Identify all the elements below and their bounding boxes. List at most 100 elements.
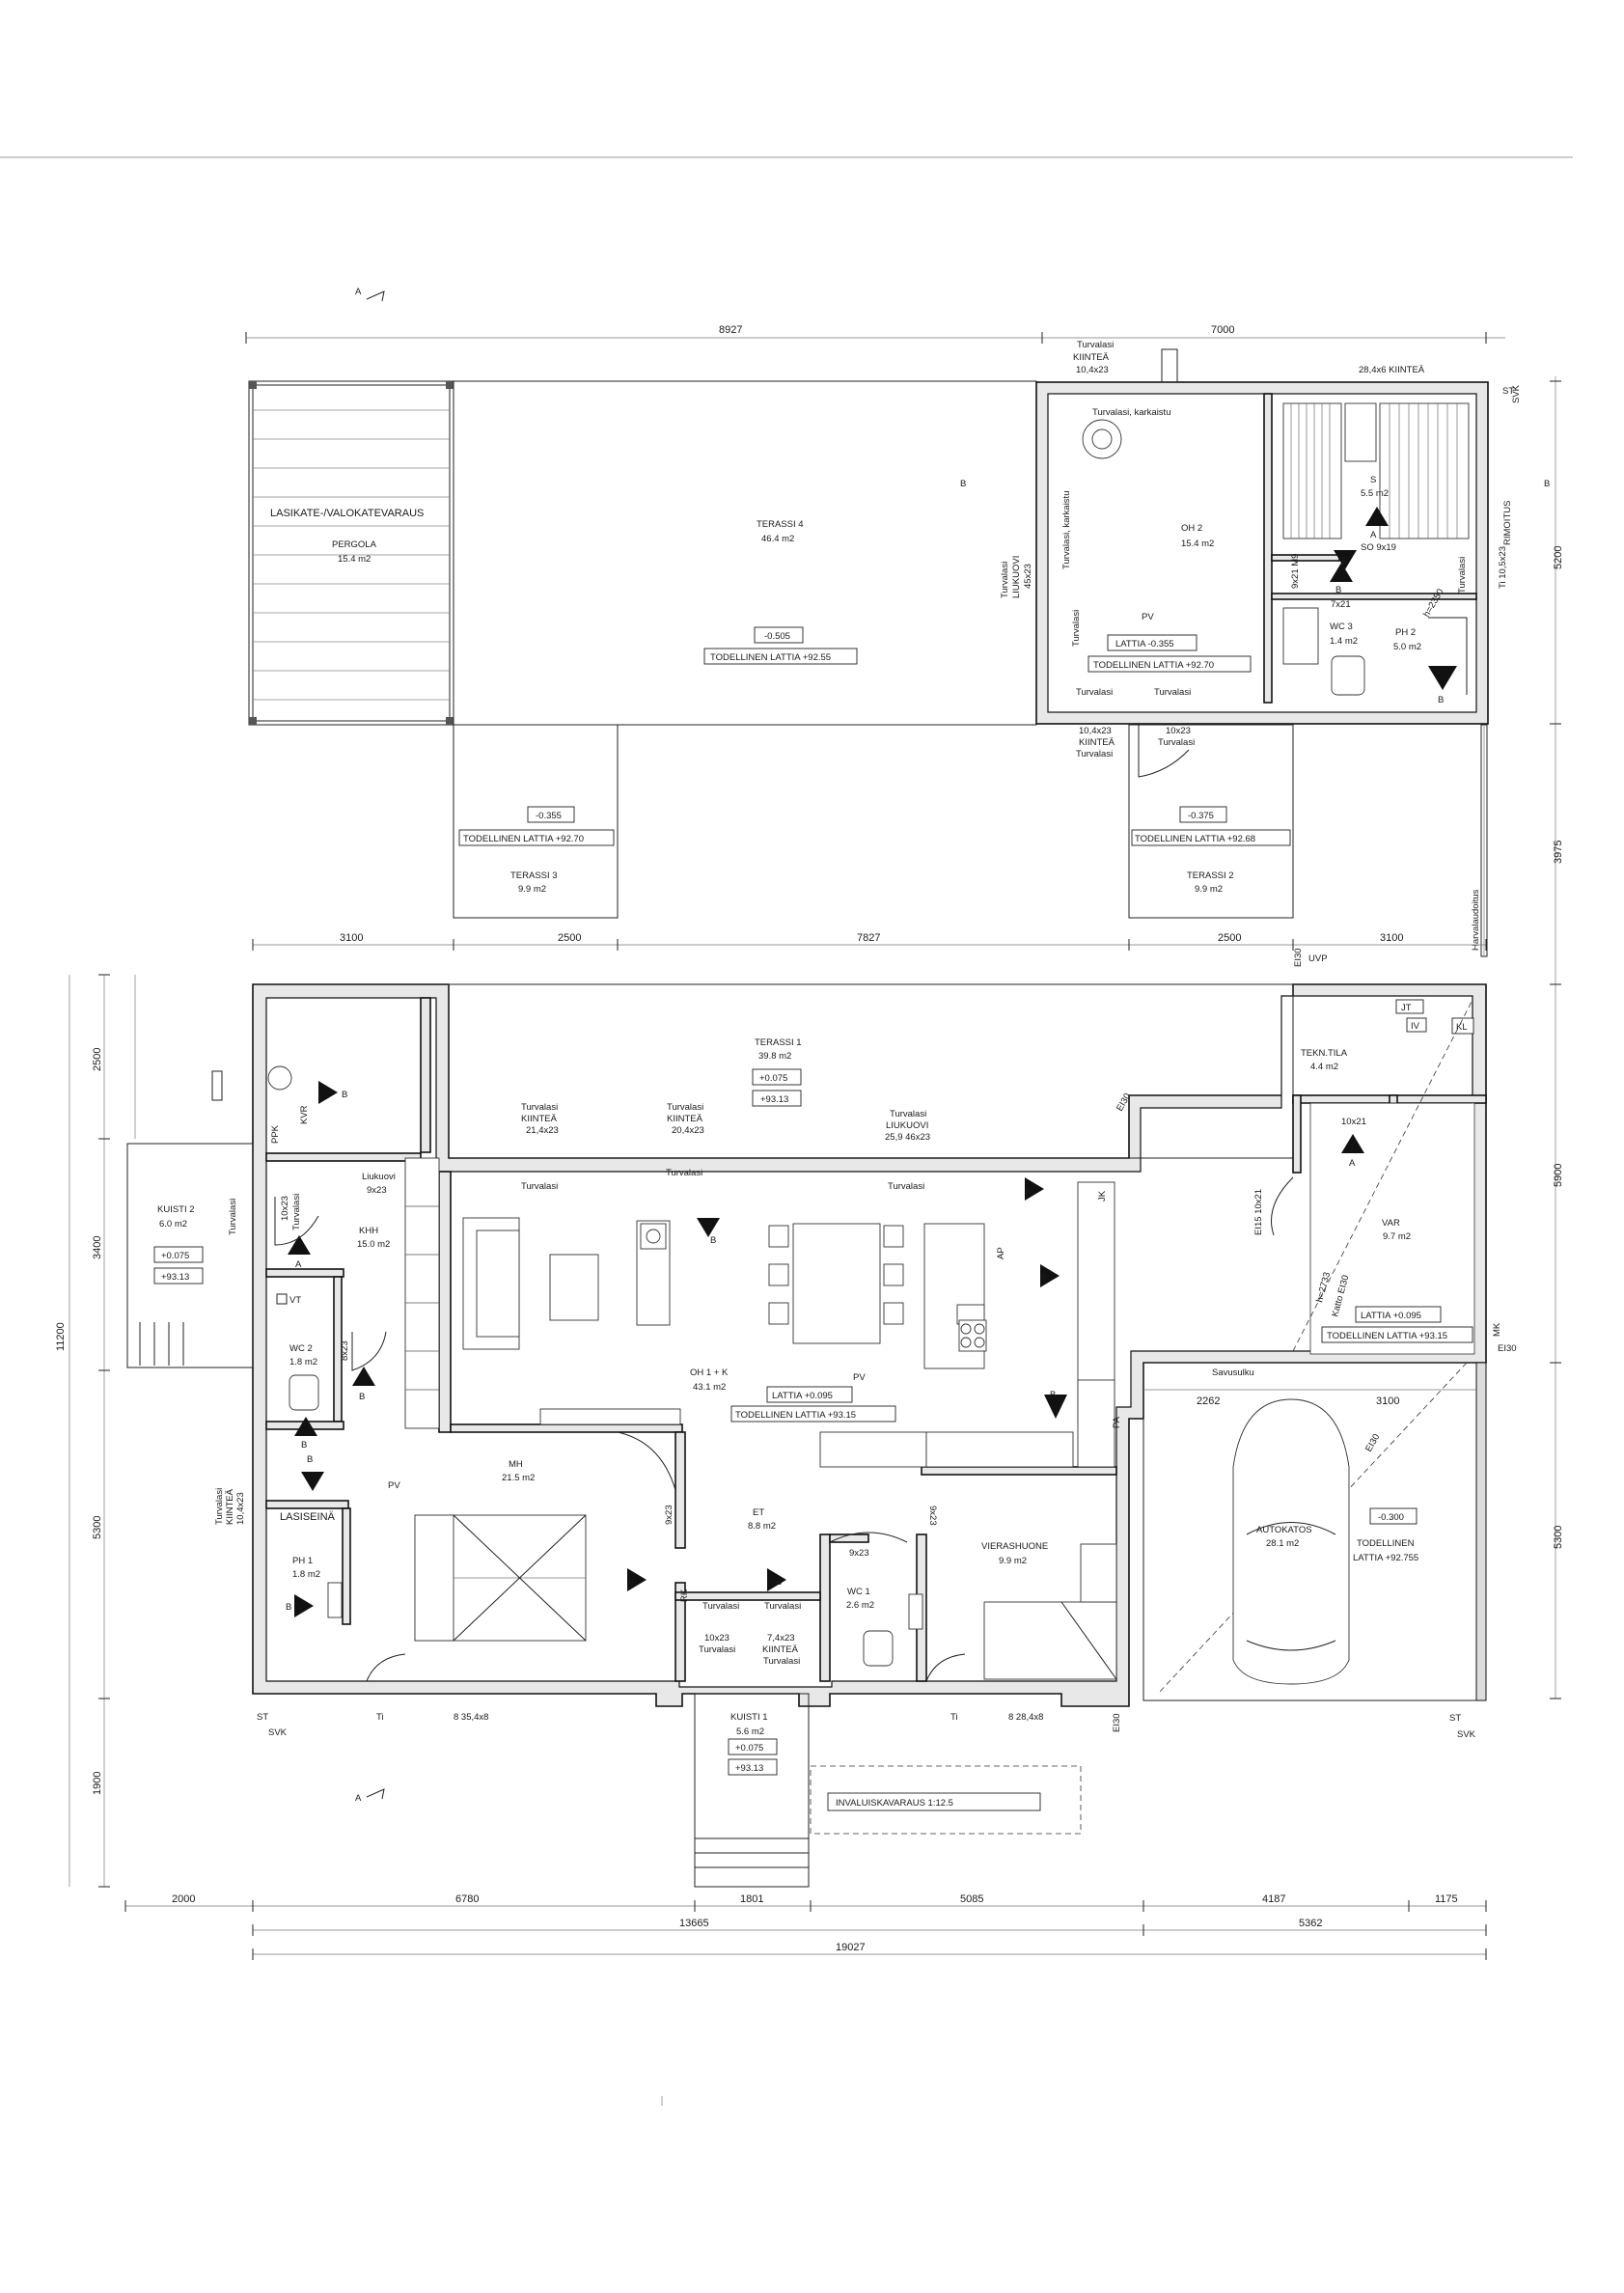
svg-text:B: B (628, 1577, 634, 1588)
svg-text:45x23: 45x23 (1023, 564, 1033, 589)
section-marker-a-top: A (355, 287, 385, 302)
svg-text:SVK: SVK (268, 1727, 288, 1738)
svg-text:TODELLINEN LATTIA +92.68: TODELLINEN LATTIA +92.68 (1135, 834, 1255, 844)
svg-text:Ti 10,5x23: Ti 10,5x23 (1498, 546, 1508, 589)
svg-text:IV: IV (1411, 1021, 1420, 1032)
svg-text:Turvalasi: Turvalasi (699, 1644, 735, 1655)
svg-text:LATTIA +0.095: LATTIA +0.095 (772, 1391, 833, 1401)
svg-text:7x21: 7x21 (1331, 599, 1351, 610)
svg-text:10,4x23: 10,4x23 (235, 1492, 246, 1525)
svg-text:LASISEINÄ: LASISEINÄ (280, 1511, 336, 1523)
svg-text:SVK: SVK (1457, 1729, 1476, 1740)
svg-text:13665: 13665 (679, 1918, 709, 1929)
svg-text:KIINTEÄ: KIINTEÄ (762, 1644, 799, 1655)
section-marker-b-left: B (960, 479, 966, 489)
svg-text:ET: ET (753, 1507, 764, 1518)
svg-text:A: A (1349, 1158, 1356, 1169)
section-marker-a-bottom: A (355, 1788, 385, 1804)
dimension-top: 8927 7000 (245, 324, 1505, 344)
svg-text:Turvalasi: Turvalasi (667, 1102, 703, 1113)
svg-text:TODELLINEN: TODELLINEN (1357, 1538, 1415, 1549)
svg-text:LATTIA +0.095: LATTIA +0.095 (1361, 1311, 1421, 1321)
terassi-1-area (448, 983, 1294, 1159)
svg-text:KIINTEÄ: KIINTEÄ (1073, 352, 1110, 363)
svg-text:B: B (1544, 479, 1550, 489)
svg-text:3400: 3400 (92, 1236, 103, 1259)
svg-text:9.9 m2: 9.9 m2 (1195, 884, 1223, 895)
svg-text:9.9 m2: 9.9 m2 (518, 884, 546, 895)
svg-text:10x23: 10x23 (704, 1633, 729, 1644)
svg-text:43.1 m2: 43.1 m2 (693, 1382, 726, 1393)
svg-text:MK: MK (1492, 1322, 1502, 1337)
svg-text:Turvalasi: Turvalasi (1077, 340, 1114, 350)
svg-text:B: B (960, 479, 966, 489)
pergola-title: LASIKATE-/VALOKATEVARAUS (270, 508, 424, 519)
svg-text:RK: RK (679, 1589, 690, 1602)
svg-text:B: B (710, 1235, 716, 1246)
svg-text:10x23: 10x23 (1166, 726, 1191, 736)
svg-text:OH 2: OH 2 (1181, 523, 1202, 534)
svg-text:TERASSI 4: TERASSI 4 (757, 519, 804, 530)
svg-text:6.0 m2: 6.0 m2 (159, 1219, 187, 1229)
svg-text:PV: PV (1142, 612, 1154, 622)
svg-text:19027: 19027 (836, 1942, 866, 1953)
svg-text:KUISTI 1: KUISTI 1 (730, 1712, 768, 1723)
svg-text:9x23: 9x23 (367, 1185, 387, 1196)
svg-text:TERASSI 1: TERASSI 1 (755, 1037, 802, 1048)
svg-text:TODELLINEN LATTIA +92.70: TODELLINEN LATTIA +92.70 (1093, 660, 1214, 671)
svg-text:7827: 7827 (857, 932, 880, 944)
svg-text:JT: JT (1401, 1003, 1412, 1013)
svg-text:-0.375: -0.375 (1188, 811, 1214, 821)
invaluiska: INVALUISKAVARAUS 1:12.5 (810, 1765, 1082, 1835)
svg-text:+0.075: +0.075 (759, 1073, 787, 1084)
svg-text:5.5 m2: 5.5 m2 (1361, 488, 1389, 499)
svg-text:Turvalasi: Turvalasi (1000, 562, 1010, 598)
svg-text:VIERASHUONE: VIERASHUONE (981, 1541, 1048, 1552)
svg-text:5200: 5200 (1553, 546, 1564, 569)
svg-text:Turvalasi: Turvalasi (1076, 687, 1113, 698)
svg-text:B: B (1040, 1273, 1046, 1284)
svg-text:B: B (776, 1577, 782, 1588)
svg-text:8x23: 8x23 (340, 1340, 350, 1361)
svg-text:5.0 m2: 5.0 m2 (1393, 642, 1421, 652)
svg-text:OH 1 + K: OH 1 + K (690, 1368, 729, 1378)
svg-text:1900: 1900 (92, 1772, 103, 1795)
svg-text:AP: AP (996, 1247, 1006, 1259)
svg-text:MH: MH (509, 1459, 523, 1470)
pergola-name: PERGOLA (332, 539, 377, 550)
svg-text:10x21: 10x21 (1341, 1117, 1366, 1127)
dim-7000: 7000 (1211, 324, 1234, 336)
svg-text:B: B (1025, 1186, 1031, 1197)
svg-text:Turvalasi: Turvalasi (888, 1181, 924, 1192)
svg-text:B: B (1341, 556, 1347, 566)
svg-text:EI30: EI30 (1498, 1343, 1517, 1354)
svg-text:2500: 2500 (558, 932, 581, 944)
svg-text:8 28,4x8: 8 28,4x8 (1008, 1712, 1043, 1723)
svg-text:1801: 1801 (740, 1893, 763, 1905)
terassi-3: -0.355 TODELLINEN LATTIA +92.70 TERASSI … (453, 724, 619, 919)
svg-text:Turvalasi: Turvalasi (521, 1181, 558, 1192)
autokatos: Savusulku 2262 3100 AUTOKATOS 28.1 m2 -0… (1142, 1362, 1487, 1740)
svg-text:+93.13: +93.13 (760, 1094, 788, 1105)
svg-text:VAR: VAR (1382, 1218, 1400, 1229)
svg-text:1.8 m2: 1.8 m2 (292, 1569, 320, 1580)
svg-text:4187: 4187 (1262, 1893, 1285, 1905)
svg-text:B: B (307, 1454, 313, 1465)
svg-text:+0.075: +0.075 (735, 1743, 763, 1754)
svg-text:1.4 m2: 1.4 m2 (1330, 636, 1358, 647)
dimension-mid: 3100 2500 7827 2500 3100 (252, 932, 1487, 951)
svg-text:1.8 m2: 1.8 m2 (289, 1357, 317, 1368)
svg-text:9x23: 9x23 (664, 1505, 674, 1525)
svg-text:SO 9x19: SO 9x19 (1361, 542, 1396, 553)
svg-text:9x23: 9x23 (849, 1548, 869, 1559)
svg-text:B: B (342, 1090, 347, 1100)
svg-text:46.4 m2: 46.4 m2 (761, 534, 794, 544)
svg-text:Turvalasi: Turvalasi (291, 1194, 302, 1230)
svg-text:5900: 5900 (1553, 1164, 1564, 1187)
svg-text:2500: 2500 (92, 1048, 103, 1071)
svg-text:21.5 m2: 21.5 m2 (502, 1473, 535, 1483)
svg-text:EI30: EI30 (1363, 1432, 1382, 1453)
svg-text:PA: PA (1112, 1416, 1122, 1428)
svg-text:KUISTI 2: KUISTI 2 (157, 1204, 195, 1215)
